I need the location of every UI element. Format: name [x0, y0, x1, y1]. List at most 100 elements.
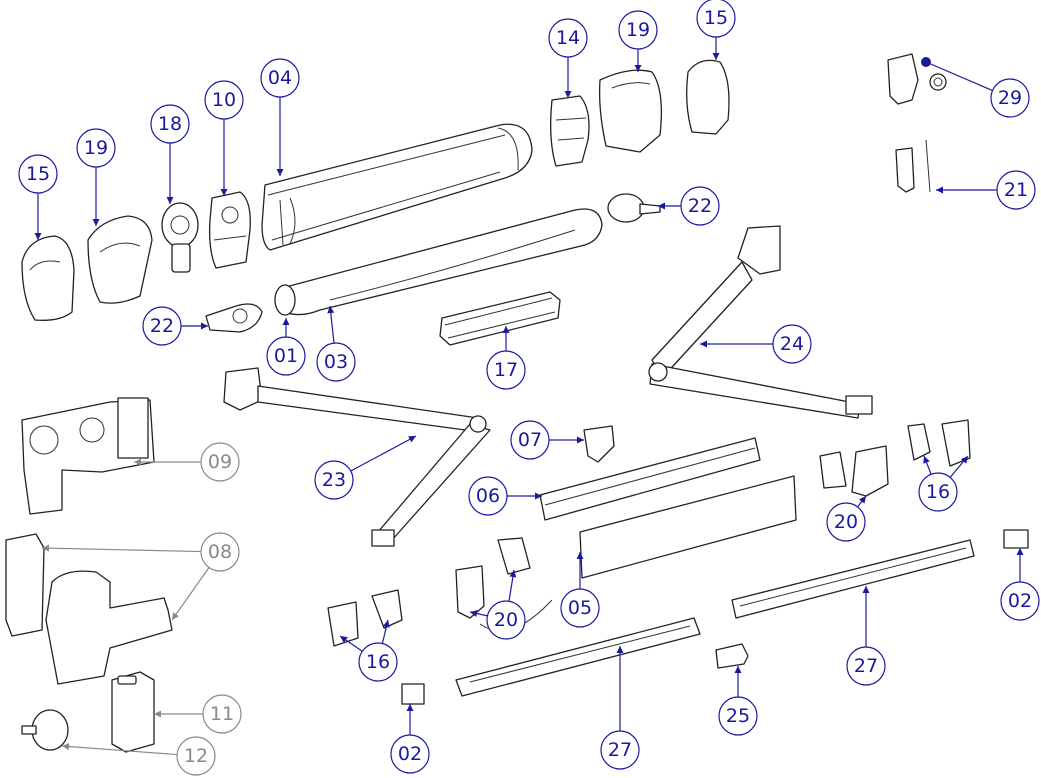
- callout-c22a-circle: [142, 306, 182, 346]
- callout-c29-circle: [990, 78, 1030, 118]
- callout-c06-arrowhead: [535, 492, 542, 500]
- part-arm-left: [223, 367, 491, 547]
- callout-c21: 21: [996, 170, 1036, 210]
- callout-c03-circle: [316, 342, 356, 382]
- callout-c10-label: 10: [212, 89, 236, 111]
- callout-c20a-arrowhead: [470, 610, 478, 617]
- callout-c10-circle: [204, 80, 244, 120]
- callout-c04-arrowhead: [276, 169, 284, 176]
- part-plug: [21, 709, 69, 751]
- part-clip-29: [887, 53, 947, 105]
- callout-c02b: 02: [1000, 581, 1040, 621]
- callout-c04-circle: [260, 58, 300, 98]
- callout-c07: 07: [510, 420, 550, 460]
- part-battery-box: [111, 671, 155, 753]
- callout-c03: 03: [316, 342, 356, 382]
- part-bracket-20-left: [455, 537, 553, 632]
- callout-c05-label: 05: [568, 597, 592, 619]
- callout-c01-circle: [266, 336, 306, 376]
- part-rail-27-left: [455, 617, 701, 697]
- callout-c03-label: 03: [324, 351, 348, 373]
- part-cover-left: [87, 215, 153, 304]
- callout-c22b-circle: [680, 186, 720, 226]
- callout-c15b-circle: [696, 0, 736, 38]
- callout-c12-circle: [176, 736, 216, 776]
- callout-c16b-circle: [918, 472, 958, 512]
- callout-c10-arrowhead: [220, 189, 228, 196]
- callout-c17: 17: [486, 350, 526, 390]
- callout-c09-arrowhead: [134, 458, 141, 466]
- callout-c12: 12: [176, 736, 216, 776]
- callout-c25: 25: [718, 696, 758, 736]
- callout-c08: 08: [200, 532, 240, 572]
- callout-c02a-circle: [390, 734, 430, 774]
- part-clip-25: [715, 643, 749, 669]
- part-bearing: [161, 202, 199, 273]
- callout-c20b-arrowhead: [858, 496, 866, 504]
- callout-c27a-label: 27: [608, 739, 632, 761]
- part-gearbox-right: [550, 95, 590, 167]
- part-valance: [579, 475, 797, 579]
- callout-c14: 14: [548, 18, 588, 58]
- callout-c15b-label: 15: [704, 7, 728, 29]
- callout-c24-arrowhead: [700, 340, 707, 348]
- callout-c17-arrowhead: [502, 326, 510, 333]
- callout-c14-arrowhead: [564, 91, 572, 98]
- part-crank-right: [607, 193, 661, 223]
- callout-c23: 23: [314, 460, 354, 500]
- part-clip-07: [583, 425, 615, 463]
- callout-c03-arrowhead: [327, 306, 335, 314]
- callout-c16a-circle: [358, 642, 398, 682]
- callout-c15a-circle: [18, 154, 58, 194]
- callout-c09: 09: [200, 442, 240, 482]
- part-crank-left: [205, 303, 263, 333]
- callout-c06: 06: [468, 476, 508, 516]
- part-hook-21: [895, 139, 931, 193]
- callout-c29: 29: [990, 78, 1030, 118]
- callout-c07-arrowhead: [577, 436, 584, 444]
- callout-c18: 18: [150, 104, 190, 144]
- callout-c29-label: 29: [998, 87, 1022, 109]
- part-end-cap-left: [21, 235, 75, 321]
- callout-c02a-arrowhead: [406, 704, 414, 711]
- part-bracket-16-left: [327, 589, 403, 647]
- callout-c29-leader-dot: [921, 57, 931, 67]
- callout-c16a-label: 16: [366, 651, 390, 673]
- callout-c16b-label: 16: [926, 481, 950, 503]
- callout-c12-label: 12: [184, 745, 208, 767]
- callout-c27b: 27: [846, 646, 886, 686]
- callout-c04: 04: [260, 58, 300, 98]
- callout-c25-circle: [718, 696, 758, 736]
- callout-c20a-circle: [486, 600, 526, 640]
- callout-c17-circle: [486, 350, 526, 390]
- callout-c16a: 16: [358, 642, 398, 682]
- callout-c01: 01: [266, 336, 306, 376]
- callout-c23-arrowhead: [408, 436, 416, 443]
- callout-c09-circle: [200, 442, 240, 482]
- callout-c21-label: 21: [1004, 179, 1028, 201]
- callout-c09-label: 09: [208, 451, 232, 473]
- callout-c18-label: 18: [158, 113, 182, 135]
- callout-c07-circle: [510, 420, 550, 460]
- callout-c15a-label: 15: [26, 163, 50, 185]
- callout-c08-leader-line: [41, 547, 202, 553]
- callout-c06-label: 06: [476, 485, 500, 507]
- callout-c06-circle: [468, 476, 508, 516]
- callout-c29-leader-line: [925, 61, 993, 92]
- callout-c20a-b-arrowhead: [509, 570, 517, 578]
- callout-c08-b-arrowhead: [172, 612, 179, 620]
- callout-c19b: 19: [618, 10, 658, 50]
- callout-c18-circle: [150, 104, 190, 144]
- callout-c19a-arrowhead: [92, 219, 100, 226]
- part-clip-02-right: [1003, 529, 1029, 549]
- callout-c18-arrowhead: [166, 197, 174, 204]
- callout-c19b-circle: [618, 10, 658, 50]
- callout-c22a-label: 22: [150, 315, 174, 337]
- callout-c02b-arrowhead: [1016, 548, 1024, 555]
- callout-c11: 11: [202, 694, 242, 734]
- part-cover-right: [598, 69, 662, 153]
- callout-c04-label: 04: [268, 67, 292, 89]
- callout-c21-circle: [996, 170, 1036, 210]
- callout-c15a: 15: [18, 154, 58, 194]
- callout-c19a-circle: [76, 128, 116, 168]
